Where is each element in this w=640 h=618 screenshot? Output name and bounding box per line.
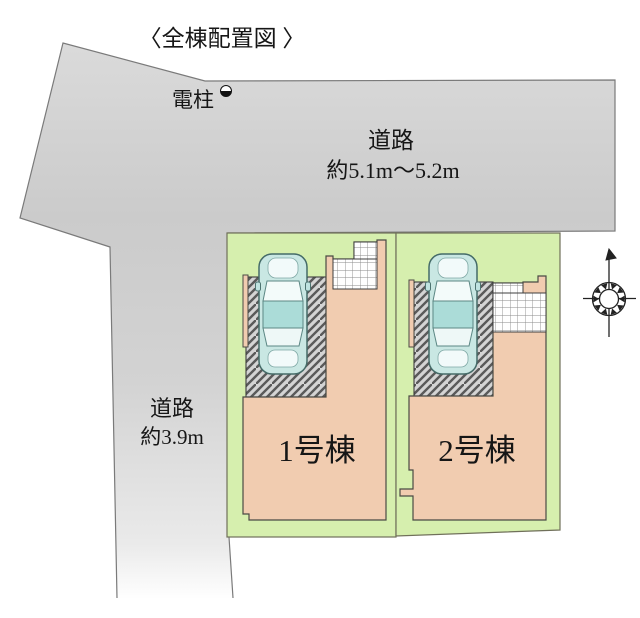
road-top-width-label: 約5.1m〜5.2m xyxy=(326,158,459,183)
utility-pole-label: 電柱 xyxy=(172,88,214,112)
carport-2-wall xyxy=(408,279,415,348)
porch-tile-2-upper xyxy=(492,282,524,294)
road-left-width-label: 約3.9m xyxy=(140,425,204,449)
car-2-icon xyxy=(424,253,482,375)
building-2-shape xyxy=(399,275,547,521)
north-compass-icon xyxy=(583,247,636,337)
road-left-label: 道路 xyxy=(150,396,194,421)
road-top-label: 道路 xyxy=(368,128,414,153)
building-1-label: 1号棟 xyxy=(278,433,356,468)
carport-1-wall xyxy=(242,274,249,348)
building-2-label: 2号棟 xyxy=(438,433,516,468)
car-1-icon xyxy=(254,253,312,375)
page-title: 〈全棟配置図 〉 xyxy=(139,26,306,51)
road-surface xyxy=(20,43,615,598)
porch-tile-1-upper xyxy=(353,241,378,260)
porch-tile-1-main xyxy=(332,258,378,290)
porch-tile-2-main xyxy=(492,292,547,333)
utility-pole-icon xyxy=(220,85,232,97)
